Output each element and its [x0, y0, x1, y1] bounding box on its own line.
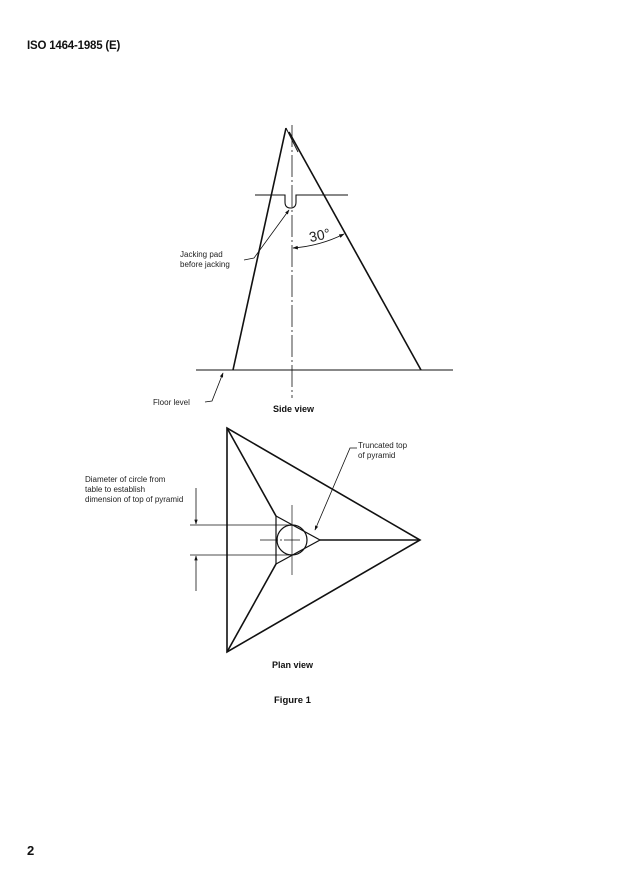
angle-label: 30° — [307, 224, 332, 246]
jacking-pad-label: Jacking pad before jacking — [180, 250, 230, 269]
truncated-top-label: Truncated top of pyramid — [358, 441, 408, 460]
jacking-pad-notch — [255, 194, 348, 209]
diameter-note-label: Diameter of circle from table to establi… — [85, 475, 184, 504]
pyramid-right-edge — [288, 131, 422, 371]
plan-view-caption: Plan view — [272, 660, 314, 670]
jacking-pad-leader — [243, 209, 290, 261]
floor-level-label: Floor level — [153, 398, 190, 407]
truncated-top-leader — [314, 447, 357, 531]
side-view-caption: Side view — [273, 404, 315, 414]
outer-triangle — [226, 426, 422, 654]
document-header: ISO 1464-1985 (E) — [27, 40, 121, 52]
figure-caption: Figure 1 — [274, 695, 311, 706]
side-view-drawing — [196, 125, 453, 403]
floor-level-leader — [204, 372, 224, 403]
plan-view-drawing — [190, 426, 422, 654]
angle-arc — [292, 233, 345, 250]
page-number: 2 — [27, 843, 35, 858]
pyramid-left-edge — [232, 127, 287, 371]
